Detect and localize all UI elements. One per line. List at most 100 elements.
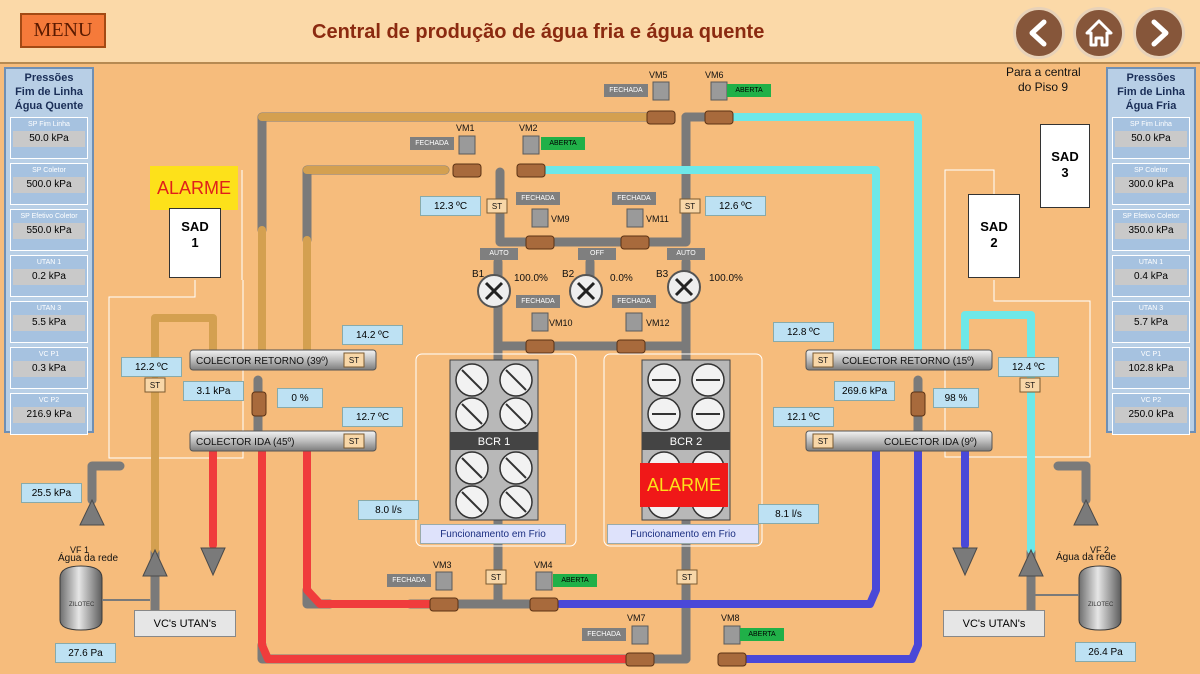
forward-button[interactable] xyxy=(1133,7,1185,59)
panel-title-line: Água Fria xyxy=(1125,100,1177,112)
sad-label: SAD xyxy=(181,219,209,234)
chevron-left-icon xyxy=(1029,19,1047,47)
card-label: VC P2 xyxy=(1140,397,1162,404)
utan-button-left[interactable]: VC's UTAN's xyxy=(134,610,236,637)
card-label: SP Efetivo Coletor xyxy=(20,213,78,220)
bcr2-flow-readout: 8.1 l/s xyxy=(758,504,819,524)
st-label: ST xyxy=(349,437,359,446)
valve-state-vm2[interactable]: ABERTA xyxy=(541,137,585,150)
vf-label: VF 2 xyxy=(1090,545,1109,555)
st-label: ST xyxy=(818,437,828,446)
cold-valve-pct-readout: 98 % xyxy=(933,388,979,408)
pump-mode-b1[interactable]: AUTO xyxy=(480,248,518,260)
card-label: VC P1 xyxy=(1140,351,1162,358)
pump-mode-b3[interactable]: AUTO xyxy=(667,248,705,260)
chevron-right-icon xyxy=(1151,19,1169,47)
pump-name: B1 xyxy=(472,269,485,280)
st-label: ST xyxy=(150,381,160,390)
valve-name: VM1 xyxy=(456,123,475,133)
valve-state-vm5[interactable]: FECHADA xyxy=(604,84,648,97)
cold-return-temp-readout: 12.8 ºC xyxy=(773,322,834,342)
valve-name: VM4 xyxy=(534,560,553,570)
water-supply-label: Água da rede xyxy=(1056,550,1116,563)
card-value: 250.0 kPa xyxy=(1115,407,1187,423)
pressure-card[interactable]: VC P1 102.8 kPa xyxy=(1112,347,1190,389)
panel-title-line: Água Quente xyxy=(14,100,84,112)
panel-title-line: Pressões xyxy=(1126,72,1176,84)
vf-label: VF 1 xyxy=(70,545,89,555)
cold-dp-readout: 269.6 kPa xyxy=(834,381,895,401)
card-value: 0.2 kPa xyxy=(13,269,85,285)
central-note-line: do Piso 9 xyxy=(1018,80,1068,94)
panel-title-line: Fim de Linha xyxy=(1117,86,1185,98)
card-value: 102.8 kPa xyxy=(1115,361,1187,377)
card-label: SP Coletor xyxy=(1134,167,1168,174)
pump-speed: 100.0% xyxy=(709,273,743,284)
card-label: UTAN 1 xyxy=(1138,259,1164,266)
tank-brand-label: ZILOTEC xyxy=(1088,602,1114,608)
alarm-indicator-sad1[interactable]: ALARME xyxy=(150,166,238,210)
card-value: 216.9 kPa xyxy=(13,407,85,423)
cold-supply-temp-readout: 12.1 ºC xyxy=(773,407,834,427)
back-button[interactable] xyxy=(1013,7,1065,59)
pressure-card[interactable]: UTAN 1 0.2 kPa xyxy=(10,255,88,297)
panel-title: Pressões Fim de Linha Água Fria xyxy=(1108,69,1194,113)
bcr1-status[interactable]: Funcionamento em Frio xyxy=(420,524,566,544)
valve-state-vm1[interactable]: FECHADA xyxy=(410,137,454,150)
alarm-indicator-bcr2[interactable]: ALARME xyxy=(640,463,728,507)
card-label: UTAN 3 xyxy=(1138,305,1164,312)
hot-valve-pct-readout: 0 % xyxy=(277,388,323,408)
st-label: ST xyxy=(685,202,695,211)
sad-label: SAD xyxy=(980,219,1008,234)
st-label: ST xyxy=(349,356,359,365)
card-label: SP Coletor xyxy=(32,167,66,174)
valve-name: VM6 xyxy=(705,70,724,80)
valve-state-vm7[interactable]: FECHADA xyxy=(582,628,626,641)
utan-button-right[interactable]: VC's UTAN's xyxy=(943,610,1045,637)
water-supply-label: Água da rede xyxy=(58,551,118,564)
valve-state-vm9[interactable]: FECHADA xyxy=(516,192,560,205)
valve-state-vm3[interactable]: FECHADA xyxy=(387,574,431,587)
panel-title: Pressões Fim de Linha Água Quente xyxy=(6,69,92,113)
left-water-pressure-readout: 25.5 kPa xyxy=(21,483,82,503)
card-value: 5.7 kPa xyxy=(1115,315,1187,331)
valve-state-vm10[interactable]: FECHADA xyxy=(516,295,560,308)
card-label: UTAN 1 xyxy=(36,259,62,266)
pressure-card[interactable]: VC P2 250.0 kPa xyxy=(1112,393,1190,435)
cold-water-pressure-panel: Pressões Fim de Linha Água Fria SP Fim L… xyxy=(1106,67,1196,435)
pump-speed: 0.0% xyxy=(610,273,633,284)
pump-mode-b2[interactable]: OFF xyxy=(578,248,616,260)
menu-button[interactable]: MENU xyxy=(20,13,106,48)
panel-title-line: Pressões xyxy=(24,72,74,84)
valve-name: VM11 xyxy=(646,214,669,224)
cold-loop-temp-readout: 12.6 ºC xyxy=(705,196,766,216)
valve-state-vm12[interactable]: FECHADA xyxy=(612,295,656,308)
left-tank-pressure-readout: 27.6 Pa xyxy=(55,643,116,663)
card-label: SP Fim Linha xyxy=(28,121,70,128)
home-button[interactable] xyxy=(1073,7,1125,59)
valve-state-vm11[interactable]: FECHADA xyxy=(612,192,656,205)
central-note-line: Para a central xyxy=(1006,65,1081,79)
valve-name: VM3 xyxy=(433,560,452,570)
pressure-card[interactable]: VC P2 216.9 kPa xyxy=(10,393,88,435)
bcr2-status[interactable]: Funcionamento em Frio xyxy=(607,524,759,544)
cold-branch-temp-readout: 12.4 ºC xyxy=(998,357,1059,377)
card-label: VC P2 xyxy=(38,397,60,404)
valve-state-vm8[interactable]: ABERTA xyxy=(740,628,784,641)
pressure-card[interactable]: UTAN 3 5.7 kPa xyxy=(1112,301,1190,343)
valve-state-vm6[interactable]: ABERTA xyxy=(727,84,771,97)
valve-state-vm4[interactable]: ABERTA xyxy=(553,574,597,587)
hot-loop-temp-readout: 12.3 ºC xyxy=(420,196,481,216)
